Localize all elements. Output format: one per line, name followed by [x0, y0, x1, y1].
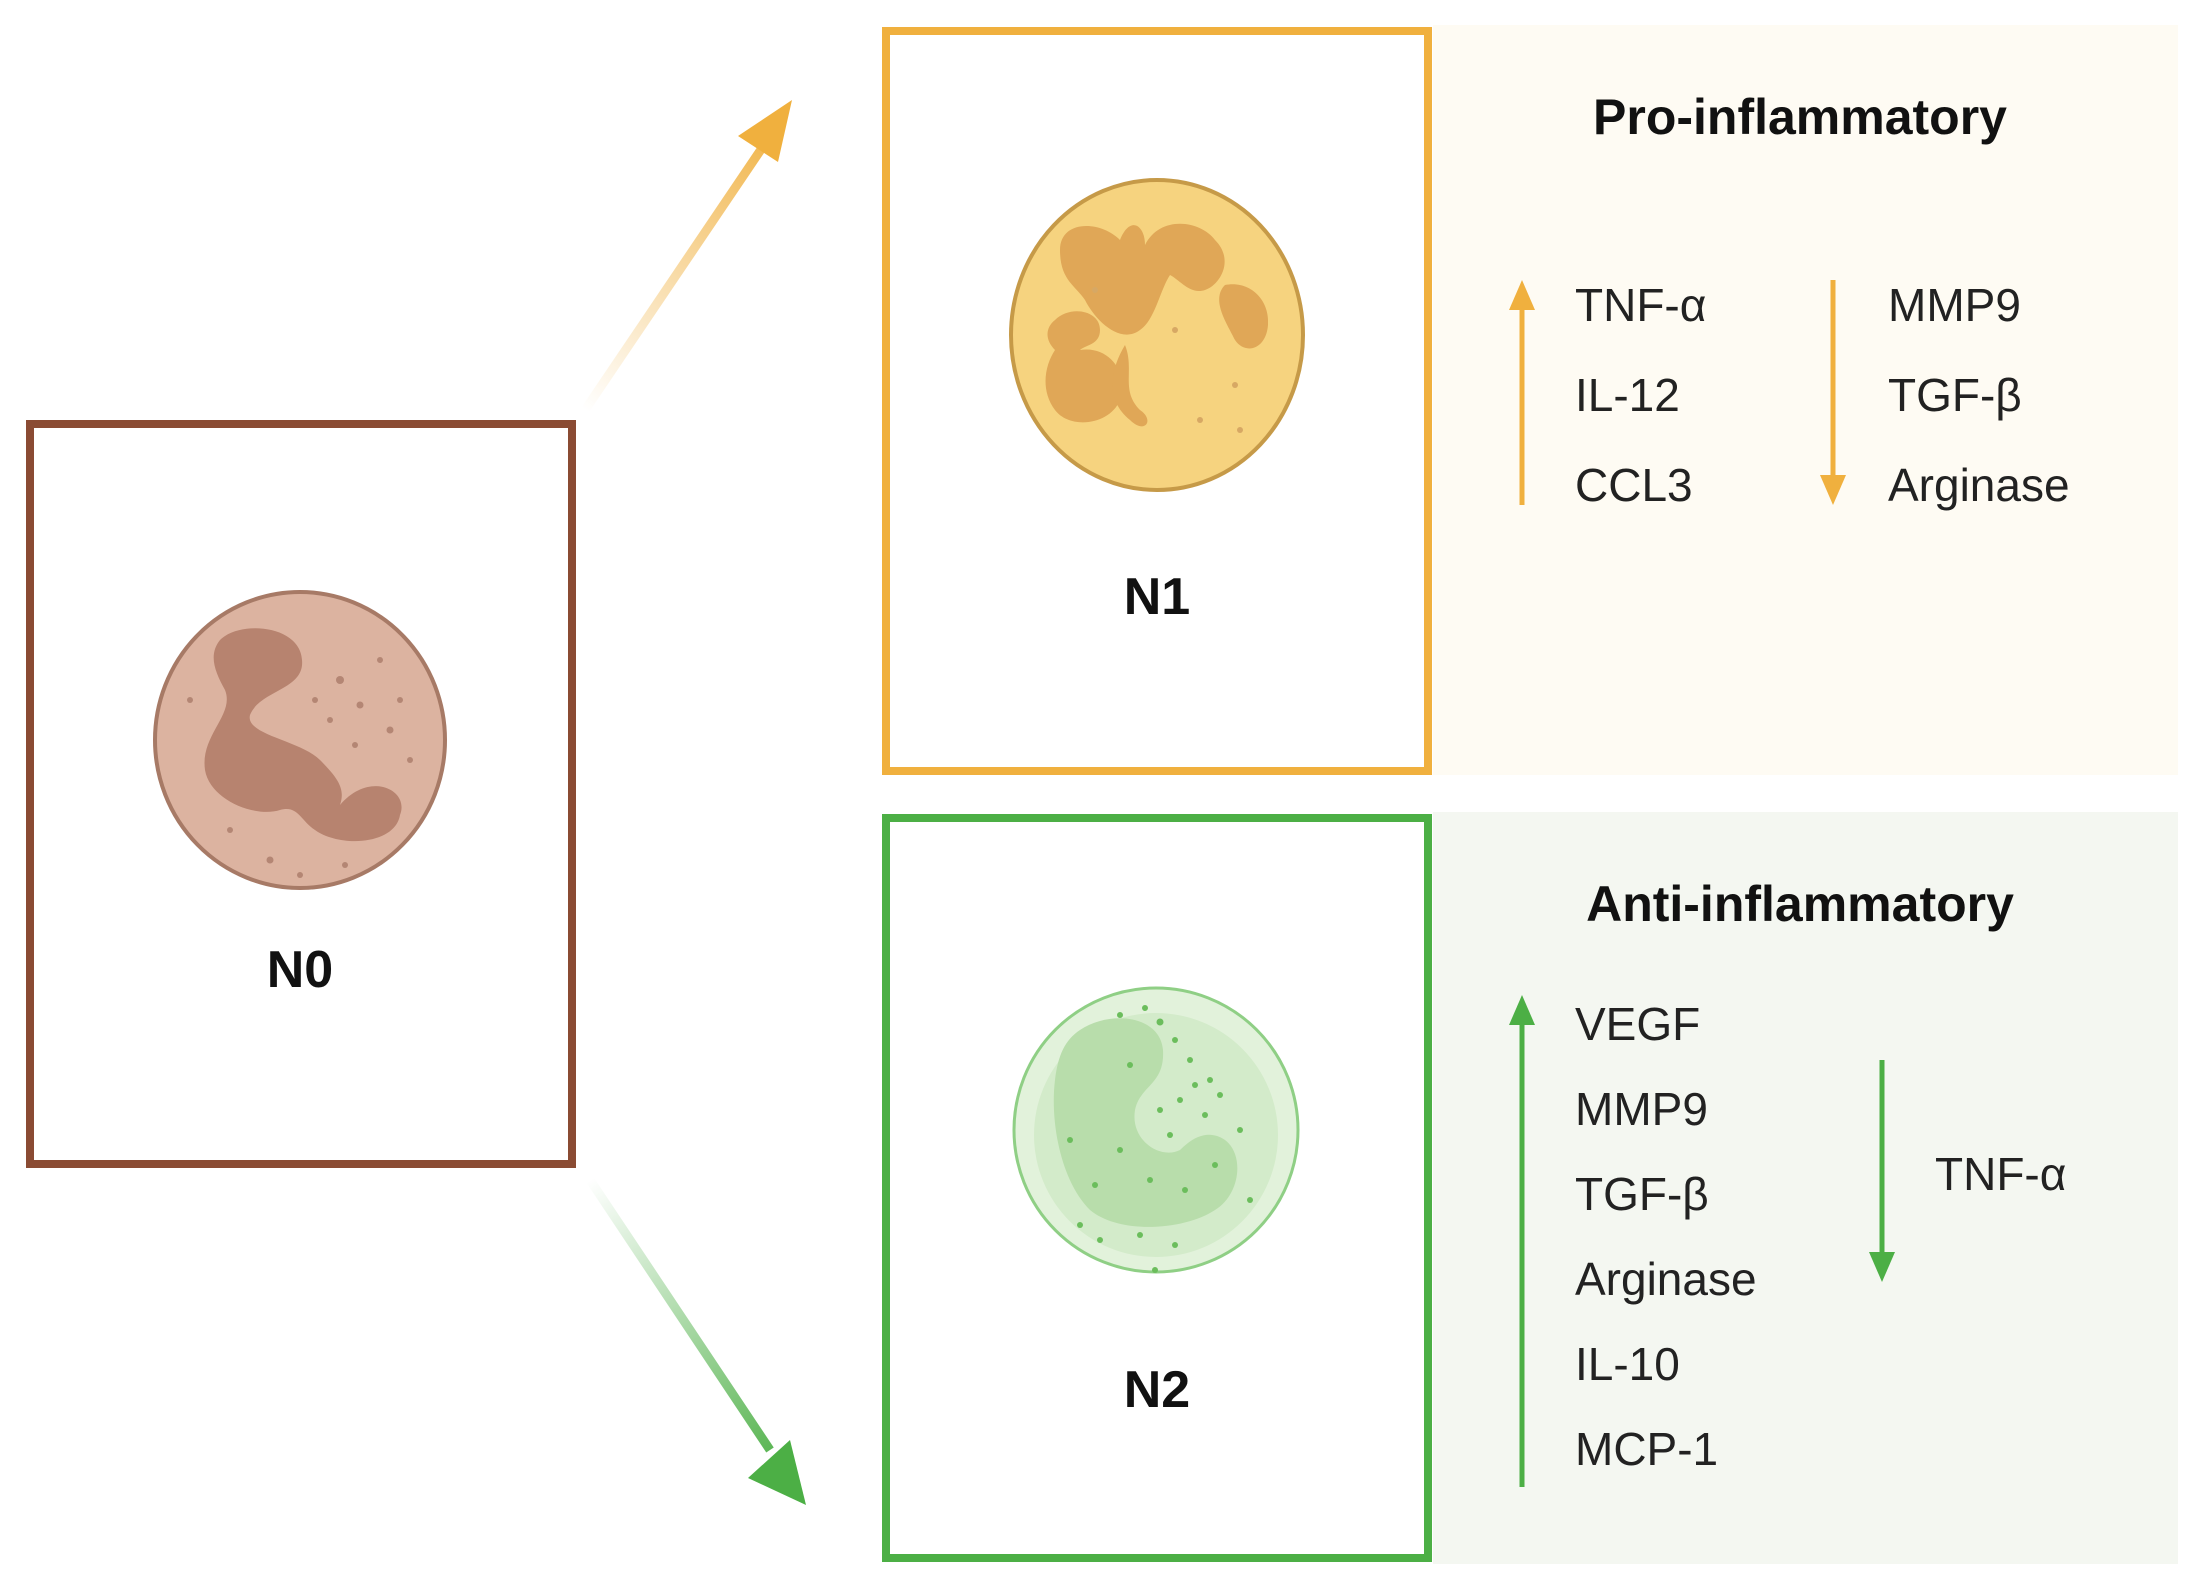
n0-box — [26, 420, 576, 1168]
n2-up-marker: MMP9 — [1575, 1083, 1708, 1135]
n1-panel-heading: Pro-inflammatory — [1593, 89, 2007, 145]
n0-label: N0 — [266, 941, 334, 999]
n2-panel-heading: Anti-inflammatory — [1586, 876, 2014, 932]
n1-down-marker: TGF-β — [1888, 369, 2022, 421]
n0-neutrophil-icon — [153, 590, 447, 890]
n1-up-marker: CCL3 — [1575, 459, 1693, 511]
n2-up-marker: MCP-1 — [1575, 1423, 1719, 1475]
n2-down-marker: TNF-α — [1935, 1148, 2067, 1200]
n2-label: N2 — [1123, 1361, 1191, 1419]
n2-up-marker: IL-10 — [1575, 1338, 1680, 1390]
n1-label: N1 — [1123, 568, 1191, 626]
transition-arrow-up-icon — [581, 100, 792, 413]
n2-up-arrow-icon — [1509, 995, 1535, 1487]
n1-down-marker: Arginase — [1888, 459, 2070, 511]
n2-down-arrow-icon — [1869, 1060, 1895, 1282]
n1-up-arrow-icon — [1509, 280, 1535, 505]
transition-arrow-down-icon — [586, 1177, 806, 1505]
n1-down-marker: MMP9 — [1888, 279, 2021, 331]
n2-up-marker: Arginase — [1575, 1253, 1757, 1305]
n1-up-marker: TNF-α — [1575, 279, 1707, 331]
n1-panel-background — [1433, 25, 2178, 775]
n2-box — [882, 814, 1432, 1562]
n1-box — [882, 27, 1432, 775]
n2-up-marker: VEGF — [1575, 998, 1701, 1050]
n1-neutrophil-icon — [1009, 178, 1305, 492]
n2-neutrophil-icon — [1012, 986, 1300, 1274]
n1-up-marker: IL-12 — [1575, 369, 1680, 421]
n2-panel-background — [1433, 812, 2178, 1564]
n1-down-arrow-icon — [1820, 280, 1846, 505]
n2-up-marker: TGF-β — [1575, 1168, 1709, 1220]
